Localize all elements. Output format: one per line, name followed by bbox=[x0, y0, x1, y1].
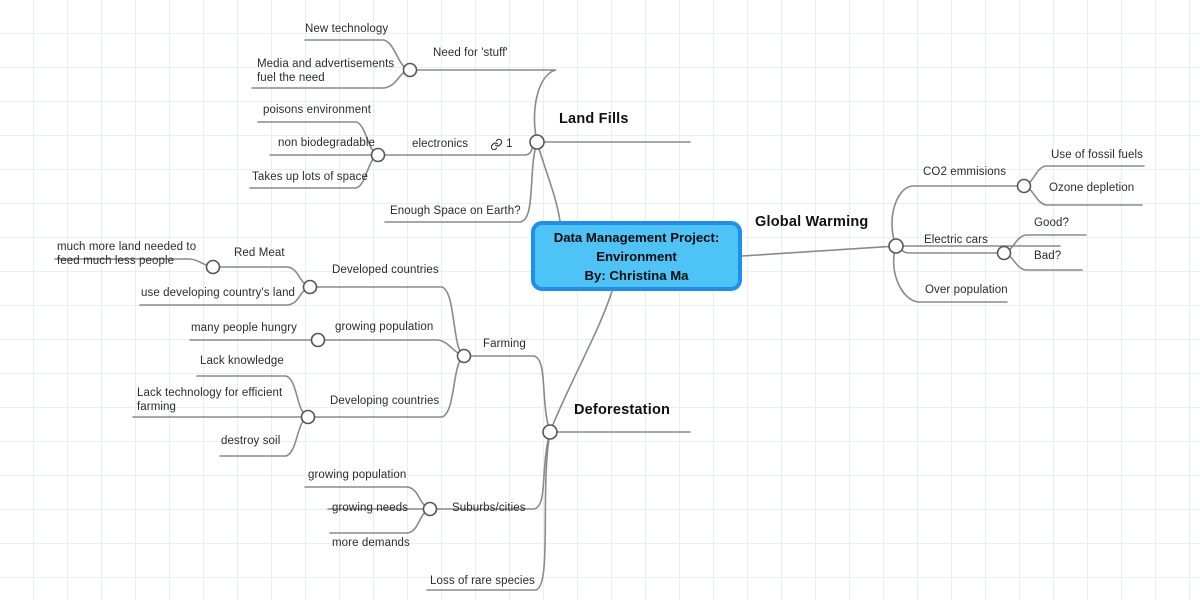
node-co2-emmisions[interactable]: CO2 emmisions bbox=[923, 166, 1007, 178]
node-electric-cars[interactable]: Electric cars bbox=[924, 234, 988, 246]
node-developed-countries[interactable]: Developed countries bbox=[332, 264, 439, 276]
node-loss-of-rare-species[interactable]: Loss of rare species bbox=[430, 575, 535, 587]
node-destroy-soil[interactable]: destroy soil bbox=[221, 435, 281, 447]
central-topic-node[interactable]: Data Management Project: Environment By:… bbox=[531, 221, 742, 291]
node-growing-needs[interactable]: growing needs bbox=[332, 502, 409, 514]
node-more-demands[interactable]: more demands bbox=[332, 537, 410, 549]
node-use-of-fossil-fuels[interactable]: Use of fossil fuels bbox=[1051, 149, 1144, 161]
node-ozone-depletion[interactable]: Ozone depletion bbox=[1049, 182, 1135, 194]
node-good[interactable]: Good? bbox=[1034, 217, 1070, 229]
node-takes-up-lots-of-space[interactable]: Takes up lots of space bbox=[252, 171, 368, 183]
link-icon[interactable] bbox=[490, 138, 503, 151]
central-topic-line-3: By: Christina Ma bbox=[584, 267, 689, 283]
branch-title-deforestation[interactable]: Deforestation bbox=[574, 402, 671, 418]
node-suburbs-cities[interactable]: Suburbs/cities bbox=[452, 502, 526, 514]
node-use-developing-countrys-land[interactable]: use developing country's land bbox=[141, 287, 296, 299]
node-developing-countries[interactable]: Developing countries bbox=[330, 395, 440, 407]
node-poisons-environment[interactable]: poisons environment bbox=[263, 104, 372, 116]
node-new-technology[interactable]: New technology bbox=[305, 23, 389, 35]
node-lack-technology[interactable]: Lack technology for efficient farming bbox=[137, 387, 283, 413]
node-over-population[interactable]: Over population bbox=[925, 284, 1008, 296]
node-much-more-land-needed[interactable]: much more land needed to feed much less … bbox=[57, 241, 197, 267]
central-topic-line-2: Environment bbox=[596, 248, 677, 264]
central-topic-line-1: Data Management Project: bbox=[553, 229, 720, 245]
node-bad[interactable]: Bad? bbox=[1034, 250, 1062, 262]
branch-title-land-fills[interactable]: Land Fills bbox=[559, 111, 629, 127]
node-growing-population-suburbs[interactable]: growing population bbox=[308, 469, 407, 481]
node-media-advertisements[interactable]: Media and advertisements fuel the need bbox=[257, 58, 395, 84]
node-need-for-stuff[interactable]: Need for 'stuff' bbox=[433, 47, 508, 59]
node-electronics: electronics bbox=[412, 138, 469, 150]
node-many-people-hungry[interactable]: many people hungry bbox=[191, 322, 298, 334]
link-count-badge: 1 bbox=[506, 138, 513, 150]
node-enough-space-on-earth[interactable]: Enough Space on Earth? bbox=[390, 205, 521, 217]
node-red-meat[interactable]: Red Meat bbox=[234, 247, 285, 259]
node-growing-population-farming[interactable]: growing population bbox=[335, 321, 434, 333]
node-non-biodegradable[interactable]: non biodegradable bbox=[278, 137, 375, 149]
node-electronics-wrapper[interactable]: electronics 1 bbox=[412, 137, 512, 151]
node-farming[interactable]: Farming bbox=[483, 338, 526, 350]
branch-title-global-warming[interactable]: Global Warming bbox=[755, 214, 869, 230]
node-lack-knowledge[interactable]: Lack knowledge bbox=[200, 355, 284, 367]
